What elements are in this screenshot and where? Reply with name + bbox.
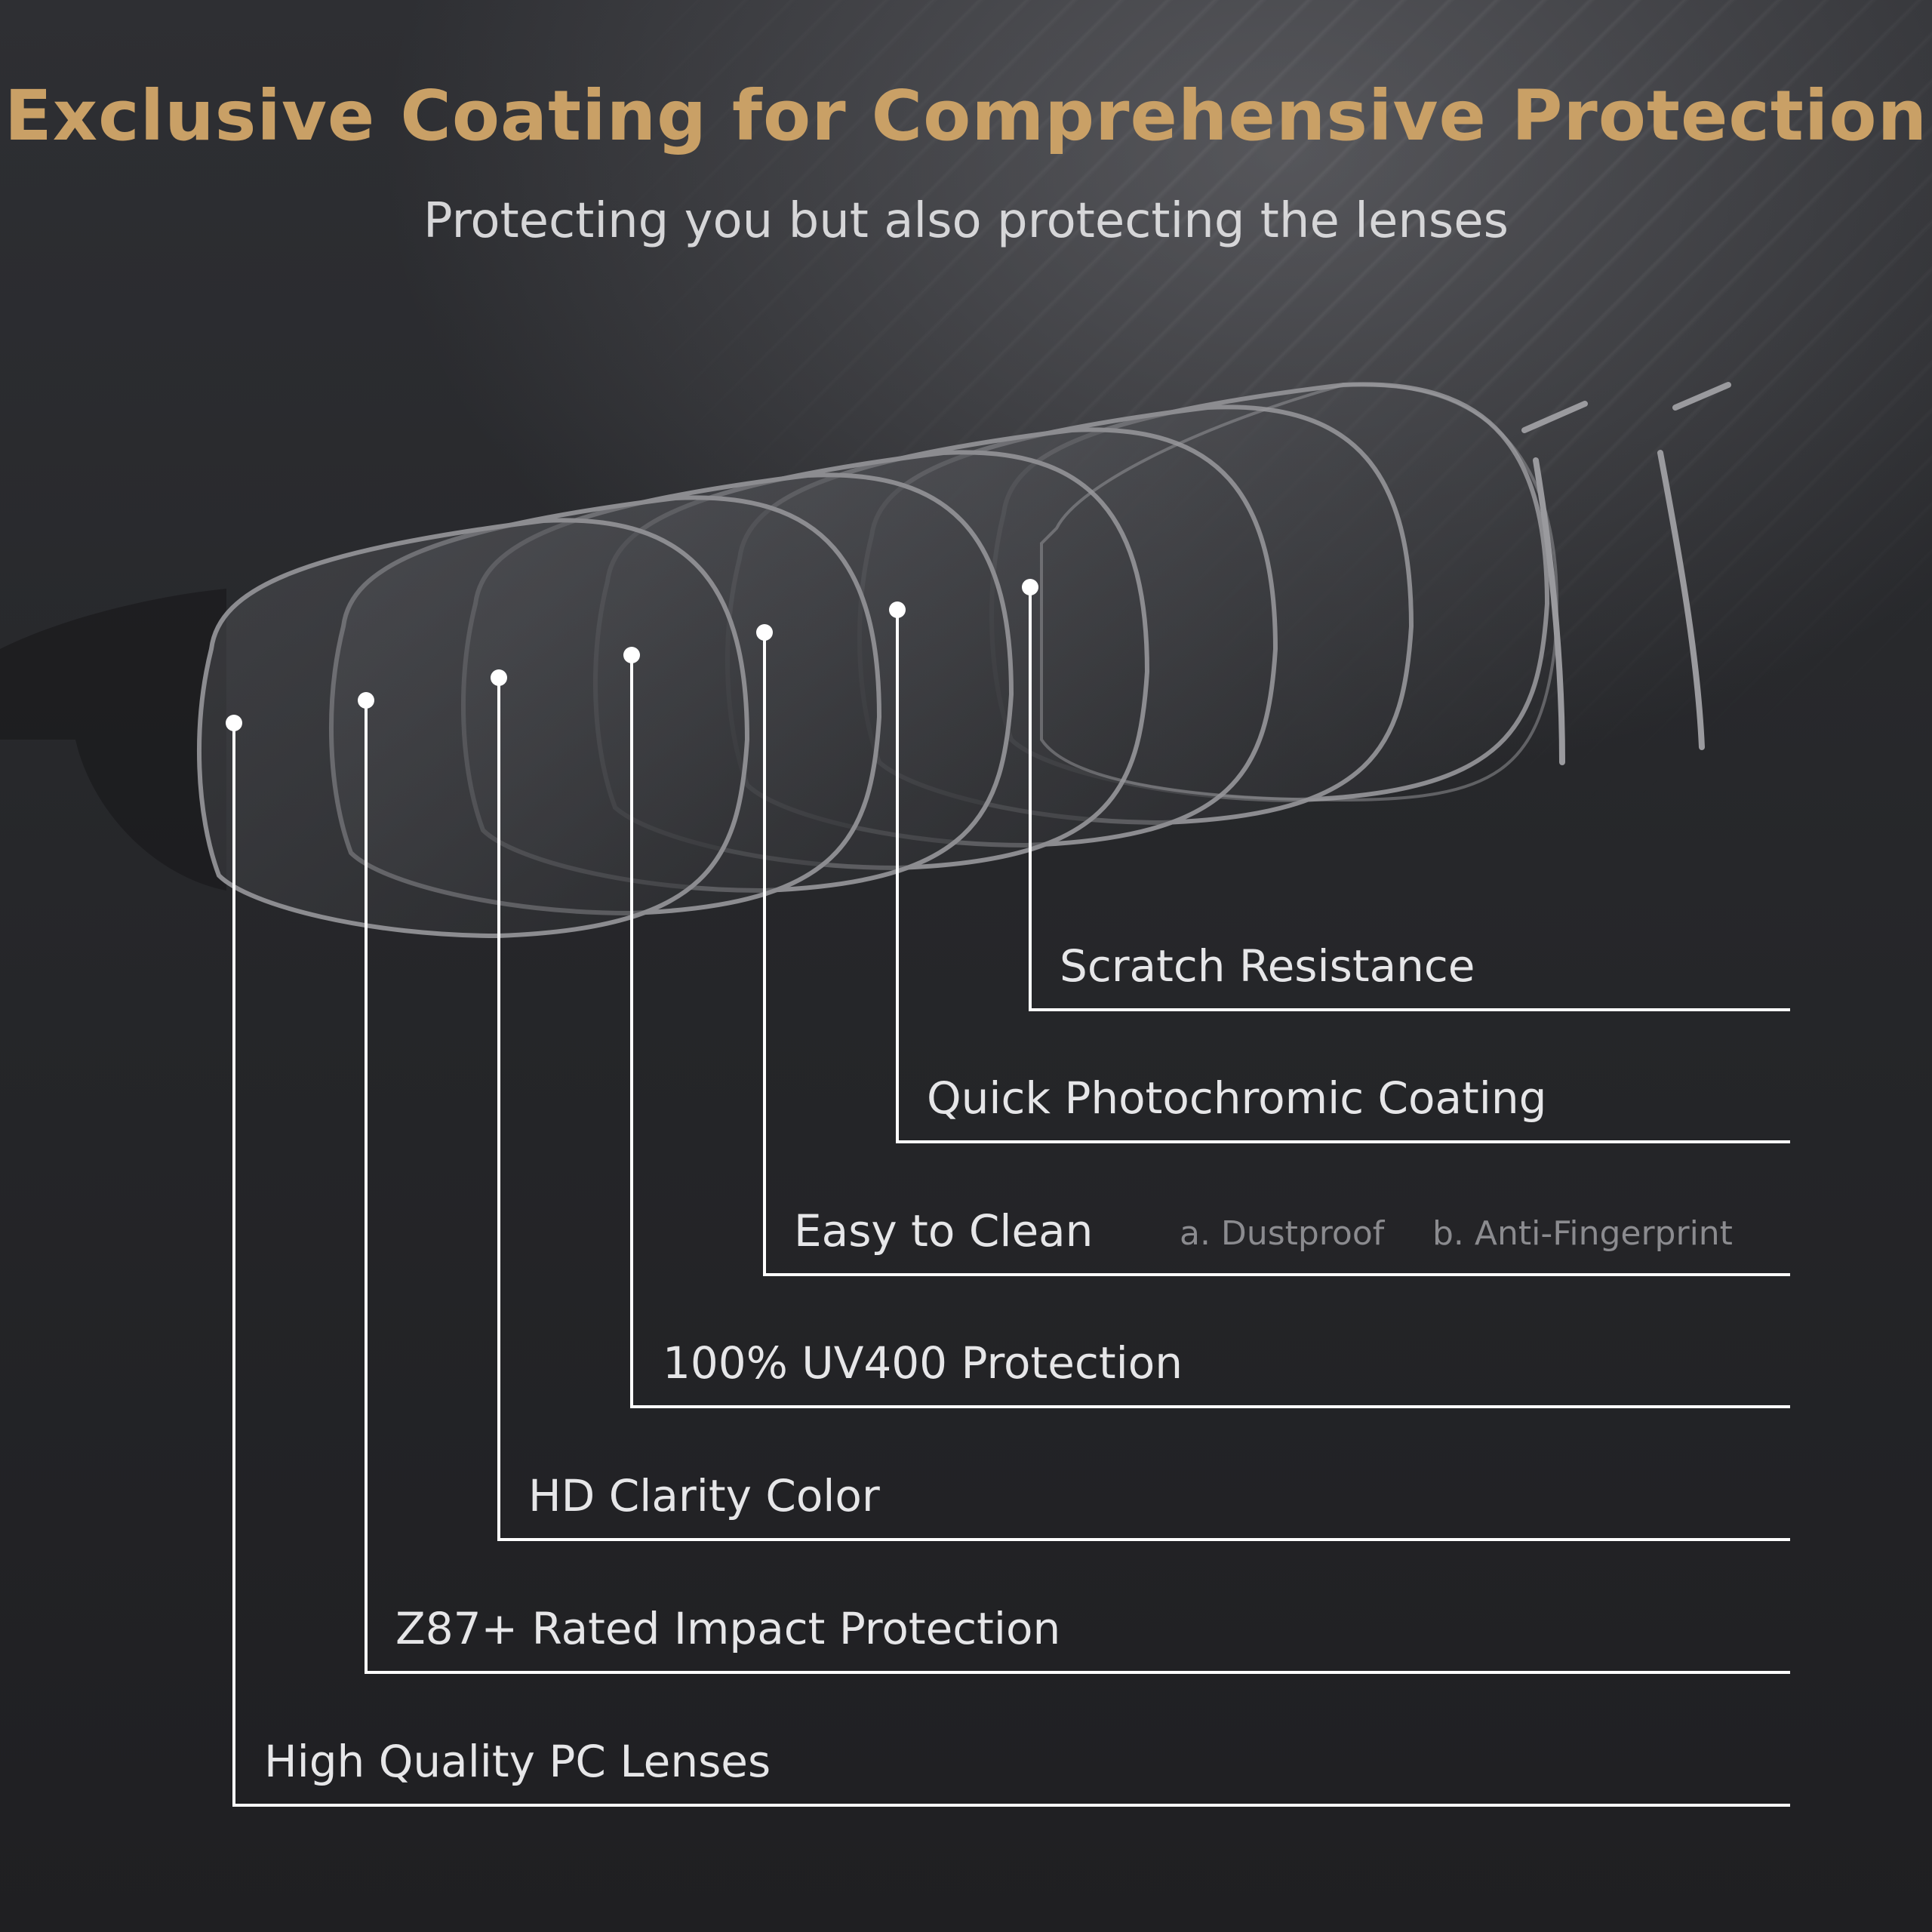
feature-label-hd-clarity: HD Clarity Color [528,1470,880,1521]
feature-label-z87: Z87+ Rated Impact Protection [395,1603,1061,1654]
lens-layer-1 [197,518,750,939]
leader-line-hd-clarity [497,678,1790,1541]
feature-label-pc-lenses: High Quality PC Lenses [264,1736,771,1787]
feature-detail-dustproof: a. Dustproof [1180,1214,1385,1253]
lens-stack [197,382,1550,939]
leader-dot-photochromic [889,601,906,618]
page-title: Exclusive Coating for Comprehensive Prot… [4,75,1928,156]
leader-dot-easy-to-clean [756,624,773,641]
feature-label-uv400: 100% UV400 Protection [663,1337,1183,1389]
glasses-frame-silhouette [0,589,226,891]
leader-lines [232,587,1790,1807]
leader-line-scratch-resistance [1029,587,1790,1011]
leader-line-easy-to-clean [763,632,1790,1276]
leader-line-z87 [365,700,1790,1674]
leader-dot-hd-clarity [491,669,507,686]
feature-detail-anti-fingerprint: b. Anti-Fingerprint [1432,1214,1733,1253]
leader-dot-z87 [358,692,374,709]
leader-dot-pc-lenses [226,715,242,731]
feature-label-scratch-resistance: Scratch Resistance [1060,940,1475,992]
temple-arm-right [1657,382,1731,750]
leader-line-uv400 [630,655,1790,1408]
leader-dot-uv400 [623,647,640,663]
leader-dot-scratch-resistance [1022,579,1038,595]
feature-label-photochromic: Quick Photochromic Coating [927,1072,1547,1124]
feature-label-easy-to-clean: Easy to Clean [794,1205,1094,1257]
leader-dots [226,579,1038,731]
page-subtitle: Protecting you but also protecting the l… [423,193,1509,249]
leader-line-photochromic [896,610,1790,1143]
leader-line-pc-lenses [232,723,1790,1807]
temple-arm-left [1521,401,1588,765]
